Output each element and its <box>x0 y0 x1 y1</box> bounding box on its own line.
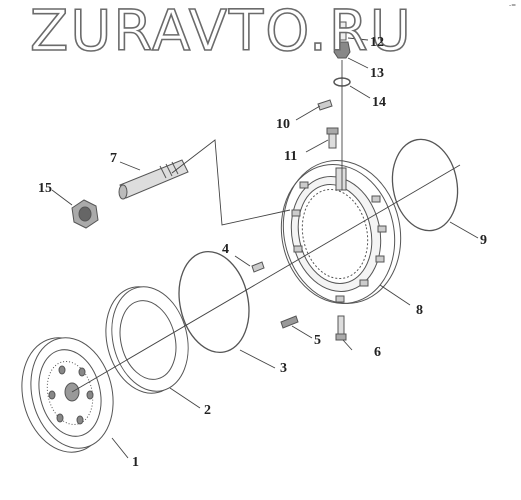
callout-10: 10 <box>276 117 290 132</box>
callout-1: 1 <box>132 455 139 470</box>
callout-11: 11 <box>284 149 298 164</box>
part-5-spring <box>280 315 299 329</box>
part-1-disc <box>21 337 114 453</box>
callout-8: 8 <box>416 303 423 318</box>
part-8-housing <box>280 160 402 304</box>
part-4-pin <box>251 261 265 273</box>
callout-2: 2 <box>204 403 211 418</box>
callout-13: 13 <box>370 66 384 81</box>
part-2-ring <box>105 286 189 394</box>
part-10-pin <box>317 99 333 111</box>
corner-mark: -= <box>509 2 517 9</box>
callout-3: 3 <box>280 361 287 376</box>
callout-9: 9 <box>480 233 487 248</box>
part-6-screw <box>335 315 347 341</box>
callout-14: 14 <box>372 95 386 110</box>
part-11-fitting <box>326 127 339 149</box>
callout-5: 5 <box>314 333 321 348</box>
part-3-ring <box>178 250 250 354</box>
site-watermark: ZURAVTO.RU <box>29 0 413 64</box>
callout-15: 15 <box>38 181 52 196</box>
callout-6: 6 <box>374 345 381 360</box>
callout-12: 12 <box>370 35 384 50</box>
part-15-nut <box>71 199 99 229</box>
callout-4: 4 <box>222 242 229 257</box>
leader-lines <box>51 37 479 459</box>
part-7-bolt <box>118 159 189 200</box>
part-9-ring <box>391 138 459 232</box>
callout-7: 7 <box>110 151 117 166</box>
